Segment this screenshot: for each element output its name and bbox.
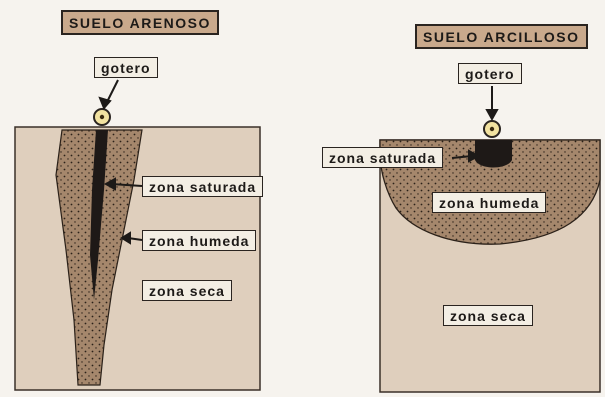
- clay-saturated-zone-label: zona saturada: [322, 147, 443, 168]
- sandy-soil-title: SUELO ARENOSO: [61, 10, 219, 35]
- sandy-saturated-zone-label: zona saturada: [142, 176, 263, 197]
- sandy-humid-zone-label: zona humeda: [142, 230, 256, 251]
- sandy-dry-zone-label: zona seca: [142, 280, 232, 301]
- clay-dry-zone-label: zona seca: [443, 305, 533, 326]
- clay-emitter-arrowhead: [487, 110, 497, 119]
- sandy-dry-soil-block: [15, 127, 260, 390]
- clay-humid-zone-label: zona humeda: [432, 192, 546, 213]
- sandy-emitter-label: gotero: [94, 57, 158, 78]
- clay-saturated-zone: [475, 140, 512, 168]
- clay-emitter-label: gotero: [458, 63, 522, 84]
- clay-dripper-drop: [490, 127, 494, 131]
- sandy-dripper-drop: [100, 115, 104, 119]
- clay-soil-title: SUELO ARCILLOSO: [415, 24, 588, 49]
